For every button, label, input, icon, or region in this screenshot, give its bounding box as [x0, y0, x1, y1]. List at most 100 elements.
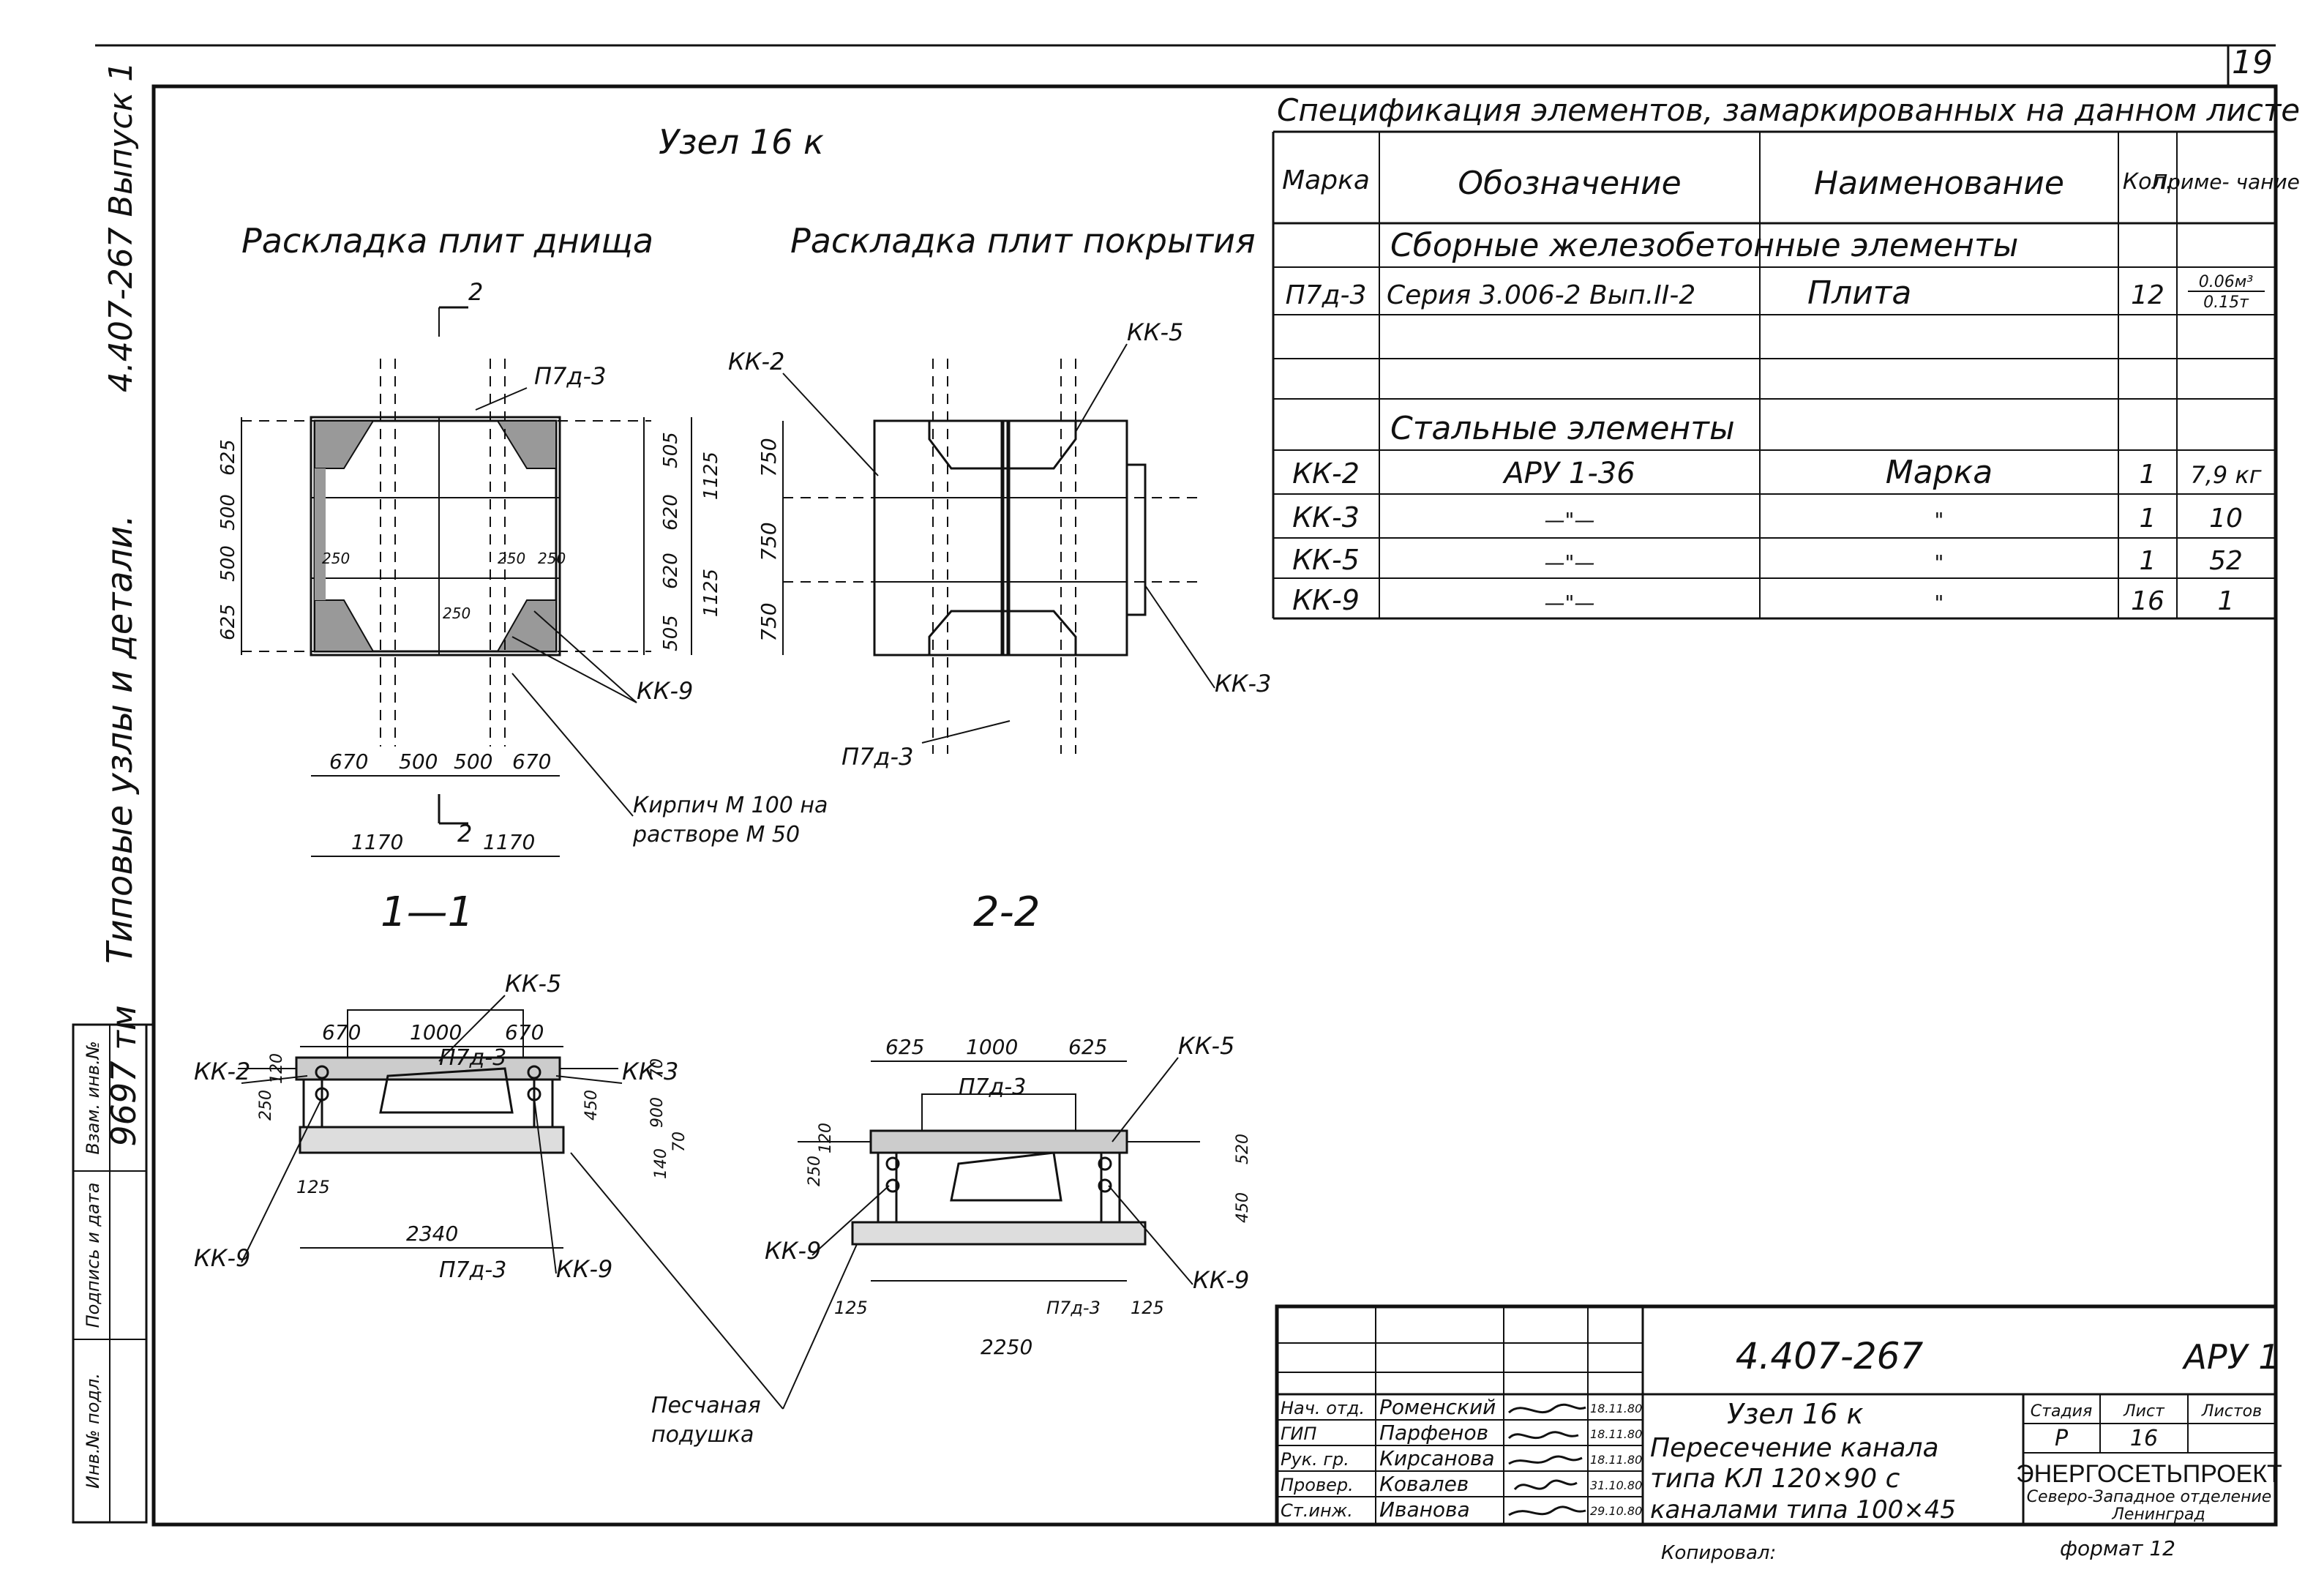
tb-name-2: Парфенов	[1379, 1421, 1488, 1445]
tb-org: ЭНЕРГОСЕТЬПРОЕКТ	[2016, 1460, 2282, 1488]
dim-620-b: 620	[660, 553, 682, 589]
sheet-frame	[151, 84, 2278, 1527]
s1-kk2-label: КК-2	[194, 1058, 250, 1085]
tb-role-5: Ст.инж.	[1281, 1500, 1353, 1521]
steel-row-3-mark: КК-5	[1292, 544, 1360, 576]
top-layout-title: Раскладка плит покрытия	[790, 221, 1256, 261]
section-2-title: 2-2	[973, 889, 1040, 936]
cover-dim-750-c: 750	[757, 602, 781, 641]
sand-note-2: подушка	[651, 1422, 754, 1448]
side-title: Типовые узлы и детали.	[100, 515, 140, 964]
header-mark: Марка	[1282, 165, 1370, 195]
side-strip: Типовые узлы и детали. 4.407-267 Выпуск …	[72, 61, 154, 1524]
tb-role-2: ГИП	[1281, 1424, 1316, 1444]
field-signature-date: Подпись и дата	[83, 1183, 103, 1328]
signature-4	[1513, 1479, 1578, 1491]
s2-kk9-right-label: КК-9	[1193, 1266, 1249, 1294]
dim-500-left-b: 500	[217, 545, 239, 582]
dim-250-a: 250	[322, 550, 350, 567]
cover-dim-750-a: 750	[757, 438, 781, 476]
steel-row-2-designation: —"—	[1545, 508, 1595, 532]
s1-top-slab-label: П7д-3	[439, 1045, 506, 1071]
s2-kk9-left-label: КК-9	[765, 1237, 821, 1265]
s1-bottom-slab-label: П7д-3	[439, 1257, 506, 1283]
tb-code: 4.407-267	[1736, 1335, 1924, 1377]
signature-3	[1508, 1455, 1583, 1465]
s2-dim-520: 520	[1234, 1134, 1252, 1164]
cut-mark-top: 2	[468, 278, 483, 306]
dim-625-bottom: 625	[217, 604, 239, 640]
steel-row-4-designation: —"—	[1545, 591, 1595, 615]
dim-1170-right: 1170	[483, 830, 535, 854]
dim-500-a: 500	[399, 749, 438, 774]
header-note: Приме- чание	[2152, 170, 2300, 194]
steel-row-1-note: 7,9 кг	[2190, 461, 2261, 489]
format-label: формат 12	[2060, 1536, 2175, 1560]
section-1-title: 1—1	[381, 889, 473, 936]
tb-stage: Р	[2055, 1426, 2069, 1451]
precast-note-volume: 0.06м³	[2199, 273, 2254, 291]
tb-sheets-header: Листов	[2201, 1402, 2262, 1421]
tb-title-2: Пересечение канала	[1650, 1433, 1939, 1463]
dim-250-d: 250	[443, 605, 471, 622]
precast-mark: П7д-3	[1286, 280, 1367, 310]
s2-dim-625-left: 625	[885, 1035, 924, 1059]
s2-dim-1000: 1000	[966, 1035, 1018, 1059]
header-name: Наименование	[1814, 165, 2064, 202]
tb-role-3: Рук. гр.	[1281, 1449, 1349, 1470]
s2-dim-450: 450	[1234, 1192, 1252, 1223]
steel-row-3-designation: —"—	[1545, 550, 1595, 575]
cut-mark-bottom: 2	[457, 820, 472, 848]
s2-kk5-label: КК-5	[1178, 1032, 1234, 1060]
section-2-2: 625 1000 625 120 250 520 450 125 125 225…	[765, 1032, 1252, 1359]
steel-row-1-qty: 1	[2140, 460, 2156, 490]
tb-name-5: Иванова	[1379, 1497, 1470, 1522]
tb-role-1: Нач. отд.	[1281, 1398, 1365, 1418]
dim-500-b: 500	[454, 749, 492, 774]
tb-title-1: Узел 16 к	[1727, 1398, 1864, 1430]
s1-dim-1000: 1000	[410, 1020, 462, 1044]
steel-row-2-qty: 1	[2140, 504, 2156, 534]
signature-1	[1507, 1403, 1586, 1414]
precast-note-mass: 0.15т	[2203, 293, 2249, 312]
s1-dim-250: 250	[257, 1090, 275, 1121]
s1-dim-125: 125	[296, 1177, 330, 1197]
s1-dim-900: 900	[648, 1097, 667, 1128]
steel-row-4-name: "	[1935, 591, 1944, 615]
tb-date-1: 18.11.80	[1590, 1402, 1642, 1415]
steel-row-2-name: "	[1935, 508, 1944, 532]
steel-row-4-mark: КК-9	[1292, 584, 1360, 616]
cover-dim-750-b: 750	[757, 522, 781, 561]
s1-dim-70-top: 70	[648, 1058, 667, 1079]
s1-kk3-label: КК-3	[622, 1058, 678, 1085]
s2-dim-625-right: 625	[1068, 1035, 1107, 1059]
s1-dim-450: 450	[582, 1090, 601, 1121]
plan2-kk2-label: КК-2	[728, 348, 784, 375]
signature-2	[1507, 1431, 1579, 1440]
brick-note-2: растворе М 50	[632, 822, 800, 848]
tb-name-1: Роменский	[1379, 1395, 1496, 1419]
tb-org-city: Ленинград	[2111, 1505, 2205, 1524]
plan-bottom-slabs: 2 2 П7д-3 КК-9 Кирпич М 100 на растворе …	[217, 278, 828, 857]
s2-dim-125-right: 125	[1131, 1298, 1164, 1318]
plan2-kk3-label: КК-3	[1215, 670, 1271, 697]
signature-5	[1508, 1505, 1586, 1516]
header-qty: Кол.	[2123, 169, 2173, 195]
spec-title: Спецификация элементов, замаркированных …	[1277, 92, 2300, 128]
plan1-kk9-label: КК-9	[637, 677, 693, 705]
tb-sheet-header: Лист	[2123, 1402, 2165, 1421]
tb-date-4: 31.10.80	[1590, 1478, 1642, 1492]
dim-670-right: 670	[512, 749, 551, 774]
tb-date-3: 18.11.80	[1590, 1453, 1642, 1467]
dim-505-top: 505	[660, 432, 682, 468]
dim-620-a: 620	[660, 494, 682, 531]
spec-table: Спецификация элементов, замаркированных …	[1272, 92, 2300, 620]
s1-kk9-left-label: КК-9	[194, 1244, 250, 1272]
dim-250-c: 250	[538, 550, 566, 567]
field-original-inv: Инв.№ подл.	[83, 1373, 103, 1489]
s1-kk9-right-label: КК-9	[556, 1255, 612, 1283]
dim-1125-top: 1125	[700, 452, 722, 500]
tb-name-3: Кирсанова	[1379, 1446, 1495, 1470]
dim-670-left: 670	[329, 749, 368, 774]
